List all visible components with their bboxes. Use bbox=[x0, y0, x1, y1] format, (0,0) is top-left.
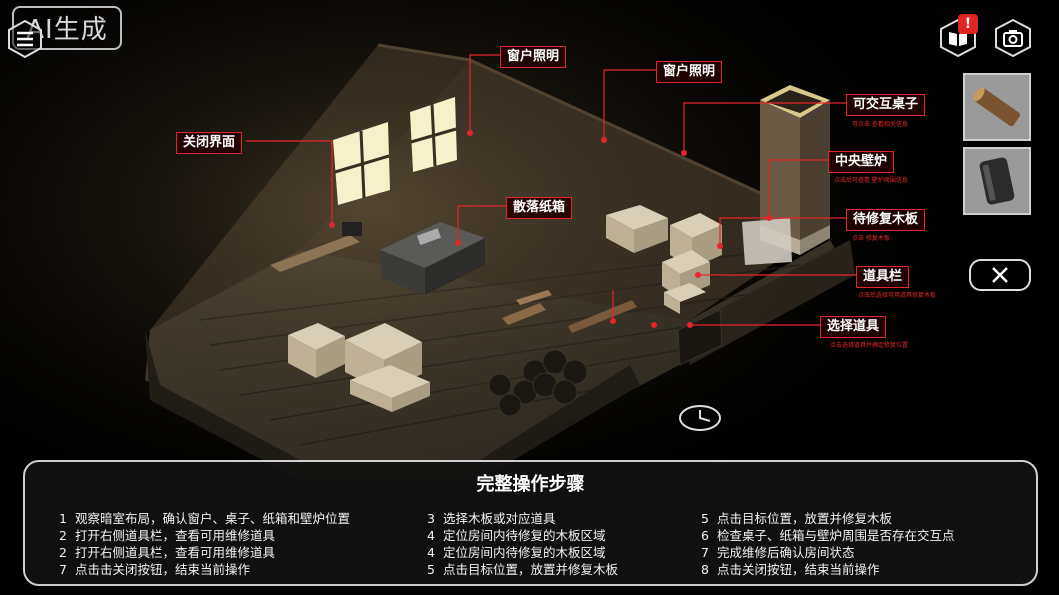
label-select-tool: 选择道具 bbox=[820, 316, 887, 338]
wooden-plank-icon bbox=[973, 87, 1021, 127]
table-chest bbox=[380, 222, 485, 295]
label-window-light-1: 窗户照明 bbox=[500, 46, 567, 68]
cardboard-box bbox=[606, 205, 668, 253]
inventory-slot-plank[interactable] bbox=[963, 73, 1031, 141]
label-close-ui: 关闭界面 bbox=[176, 132, 243, 154]
sublabel-repair-board: 点击 修复木板 bbox=[852, 235, 890, 242]
repair-board-area bbox=[742, 218, 792, 265]
label-repair-board: 待修复木板 bbox=[846, 209, 926, 231]
cardboard-stack bbox=[662, 213, 722, 314]
label-toolbar: 道具栏 bbox=[856, 266, 910, 288]
sublabel-select-tool: 点击选择道具并确定修复位置 bbox=[830, 342, 909, 349]
front-crate bbox=[677, 309, 723, 366]
alert-badge: ! bbox=[958, 14, 978, 34]
sublabel-interactive-table: 可点击 查看相关信息 bbox=[852, 121, 908, 128]
firewood-pile bbox=[488, 349, 588, 417]
loose-plank bbox=[502, 303, 546, 325]
clock-icon bbox=[679, 405, 721, 431]
label-window-light-2: 窗户照明 bbox=[656, 61, 723, 83]
cardboard-pile bbox=[288, 323, 430, 412]
label-interactive-table: 可交互桌子 bbox=[846, 94, 926, 116]
inventory-slot-plate[interactable] bbox=[963, 147, 1031, 215]
close-button[interactable] bbox=[969, 259, 1031, 291]
close-icon bbox=[992, 267, 1008, 283]
window-left bbox=[333, 122, 390, 205]
camera-icon[interactable] bbox=[993, 18, 1033, 58]
menu-icon[interactable] bbox=[8, 20, 42, 58]
loose-plank bbox=[568, 300, 637, 333]
left-bench bbox=[270, 235, 360, 272]
window-right bbox=[410, 97, 457, 172]
metal-plate-icon bbox=[979, 157, 1015, 205]
loose-plank bbox=[516, 290, 552, 305]
sublabel-toolbar: 点击后选择可用道具修复木板 bbox=[858, 292, 937, 299]
label-central-fireplace: 中央壁炉 bbox=[828, 151, 895, 173]
label-loose-box: 散落纸箱 bbox=[506, 197, 573, 219]
steps-title: 完整操作步骤 bbox=[476, 474, 585, 495]
sublabel-central-fireplace: 点击后可查看 壁炉周围信息 bbox=[834, 177, 908, 184]
